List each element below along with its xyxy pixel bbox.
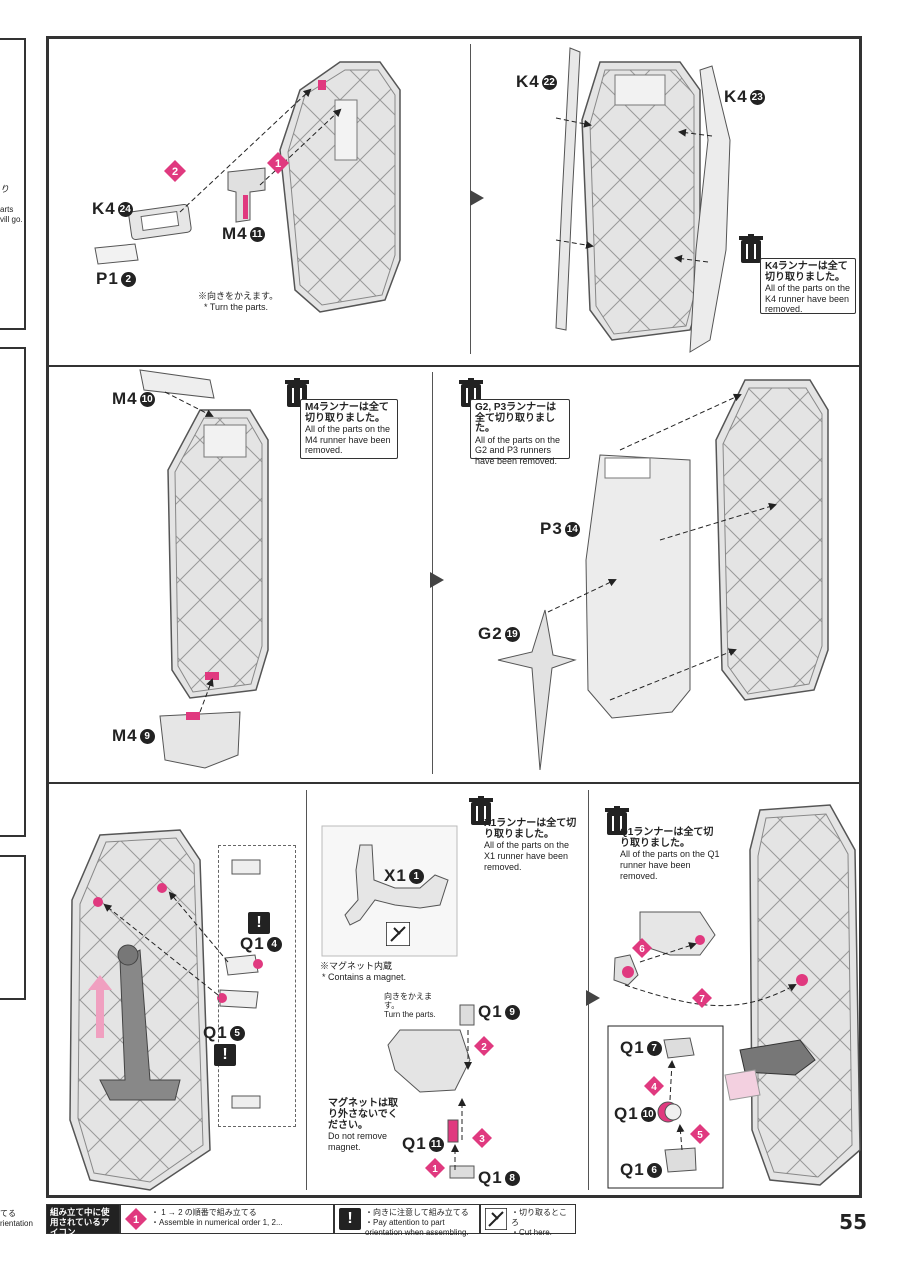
panel6-magnet-note-en: * Contains a magnet.	[322, 972, 407, 982]
panel5-part-q1-4	[224, 954, 259, 976]
cut-here-icon	[485, 1208, 507, 1230]
step-diamond-5: 5	[690, 1124, 710, 1144]
left-page-box-mid	[0, 347, 26, 837]
step-diamond-6: 6	[632, 938, 652, 958]
cut-here-icon	[386, 922, 410, 946]
panel7-detail-box	[607, 1025, 724, 1189]
left-fragment-3: vill go.	[0, 215, 23, 224]
panel4-part-g2-19	[497, 609, 577, 771]
trash-icon	[469, 796, 493, 825]
panel1-turn-note-en: * Turn the parts.	[204, 302, 269, 312]
svg-text:2: 2	[172, 166, 178, 178]
legend-orientation: ! ・向きに注意して組み立てる・Pay attention to part or…	[334, 1204, 480, 1237]
step-diamond-3: 3	[472, 1128, 492, 1148]
panel3-part-m4-10	[139, 369, 215, 399]
panel3-part-m4-9	[159, 711, 241, 769]
panel2-runner-note: K4ランナーは全て切り取りました。All of the parts on the…	[760, 258, 856, 314]
step-diamond-2: 2	[474, 1036, 494, 1056]
step-diamond-4: 4	[644, 1076, 664, 1096]
panel1-shield-frame	[279, 61, 401, 313]
trash-icon	[739, 234, 763, 263]
left-page-box-bot	[0, 855, 26, 1000]
panel4-shield-frame	[715, 379, 829, 701]
panel1-part-p1-2	[94, 243, 139, 265]
left-fragment-4: てる	[0, 1209, 16, 1218]
orientation-warning-icon: !	[339, 1208, 361, 1230]
svg-text:1: 1	[133, 1214, 139, 1226]
panel2-shield-frame	[581, 61, 701, 341]
row-divider-1	[46, 365, 862, 367]
trash-icon	[605, 806, 629, 835]
order-diamond-icon: 1	[125, 1208, 147, 1230]
panel6-turn-note: 向きをかえます。Turn the parts.	[384, 992, 436, 1019]
step-diamond-2: 2	[164, 160, 186, 182]
panel1-turn-note-ja: ※向きをかえます。	[198, 291, 279, 301]
next-arrow-1	[470, 190, 484, 206]
svg-text:5: 5	[697, 1130, 703, 1141]
svg-text:4: 4	[651, 1082, 657, 1093]
orientation-warning-icon: !	[248, 912, 270, 934]
svg-text:2: 2	[481, 1042, 487, 1053]
panel6-runner-note: X1ランナーは全て切り取りました。All of the parts on the…	[484, 818, 577, 872]
row-divider-2	[46, 782, 862, 784]
svg-text:1: 1	[432, 1164, 438, 1175]
svg-text:6: 6	[639, 944, 645, 955]
panel4-runner-note: G2, P3ランナーは全て切り取りました。All of the parts on…	[470, 399, 570, 466]
panel2-part-k4-22	[555, 47, 581, 331]
panel2-part-k4-23	[689, 65, 731, 353]
left-fragment-1: り	[0, 184, 10, 194]
left-fragment-2: arts	[0, 205, 14, 214]
orientation-warning-icon: !	[214, 1044, 236, 1066]
svg-text:7: 7	[699, 994, 705, 1005]
panel5-shield-inner	[69, 829, 211, 1191]
panel5-detail-dashed-box	[218, 845, 296, 1127]
left-fragment-5: rientation	[0, 1219, 33, 1228]
instruction-frame	[46, 36, 862, 1198]
left-page-box-top	[0, 38, 26, 330]
next-arrow-2	[430, 572, 444, 588]
panel1-part-m4-11	[227, 167, 266, 223]
page-number: 55	[839, 1210, 867, 1234]
step-diamond-1: 1	[267, 152, 289, 174]
svg-text:3: 3	[479, 1134, 485, 1145]
panel3-runner-note: M4ランナーは全て切り取りました。All of the parts on the…	[300, 399, 398, 459]
panel4-part-p3-14	[585, 454, 691, 719]
panel7-runner-note: Q1ランナーは全て切り取りました。All of the parts on the…	[620, 827, 720, 881]
col-divider-3	[306, 790, 307, 1190]
panel6-no-remove-magnet-note: マグネットは取り外さないでください。Do not remove magnet.	[328, 1098, 398, 1152]
step-diamond-1: 1	[425, 1158, 445, 1178]
next-arrow-3	[586, 990, 600, 1006]
legend-order: 1 ・ 1 → 2 の順番で組み立てる・Assemble in numerica…	[120, 1204, 334, 1234]
panel1-part-k4-24	[128, 203, 192, 241]
svg-text:1: 1	[275, 158, 281, 170]
panel6-magnet-note-ja: ※マグネット内蔵	[320, 961, 393, 971]
legend-cut: ・切り取るところ・Cut here.	[480, 1204, 576, 1237]
panel3-shield-frame	[167, 409, 269, 699]
step-diamond-7: 7	[692, 988, 712, 1008]
panel6-part-assembly	[387, 1029, 471, 1093]
